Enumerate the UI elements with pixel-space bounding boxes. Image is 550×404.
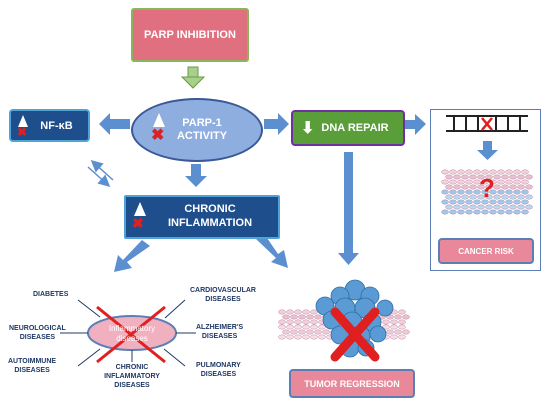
arrow-inhibition-to-parp1 [180, 66, 206, 89]
dna-strand-icon [446, 115, 528, 132]
disease-pulmonary: PULMONARY DISEASES [196, 362, 241, 378]
disease-connector-lines [60, 299, 196, 367]
disease-neurological: NEUROLOGICAL DISEASES [9, 325, 66, 341]
inflammatory-diseases-label: Inflammatory diseases [108, 324, 156, 343]
cancer-risk-label-box: CANCER RISK [438, 238, 534, 264]
nfkb-up-arrow-icon [18, 115, 28, 127]
dna-repair-label: DNA REPAIR [321, 122, 389, 134]
arrow-parp1-to-dna-repair [264, 113, 289, 135]
disease-alzheimers: ALZHEIMER'S DISEASES [196, 324, 244, 340]
arrow-parp1-to-nfkb [99, 113, 130, 135]
inflammatory-red-x-icon [96, 305, 166, 364]
disease-diabetes: DIABETES [33, 291, 69, 298]
parp1-red-x-icon: ✖ [151, 127, 165, 144]
arrow-dna-to-cells [477, 141, 498, 160]
chronic-inflammation-box: ✖ CHRONIC INFLAMMATION [124, 195, 280, 239]
tumor-regression-label-box: TUMOR REGRESSION [289, 369, 415, 398]
chronic-up-arrow-icon [134, 202, 146, 216]
parp-inhibition-box: PARP INHIBITION [131, 8, 249, 62]
nfkb-box: ✖ NF-κB [9, 109, 90, 142]
cancer-risk-panel [430, 109, 541, 271]
tumor-red-x-icon [330, 307, 380, 362]
dna-repair-box: ⬇ DNA REPAIR [291, 110, 405, 146]
disease-cardiovascular: CARDIOVASCULAR DISEASES [190, 287, 256, 303]
arrow-chronic-to-tumor [256, 235, 288, 268]
arrow-dna-repair-to-dna-strand [403, 114, 426, 135]
arrow-dna-repair-to-tumor [338, 152, 359, 265]
chronic-red-x-icon: ✖ [132, 215, 144, 231]
chronic-inflammation-label: CHRONIC INFLAMMATION [167, 203, 253, 229]
tissue-cells-icon [441, 169, 533, 215]
nfkb-red-x-icon: ✖ [17, 125, 28, 139]
nfkb-label: NF-κB [40, 119, 73, 132]
tumor-regression-label: TUMOR REGRESSION [304, 378, 400, 389]
disease-chronic-inflammatory: CHRONIC INFLAMMATORY DISEASES [104, 364, 160, 389]
arrow-chronic-to-diseases [114, 240, 150, 272]
parp-inhibition-label: PARP INHIBITION [144, 29, 236, 41]
disease-autoimmune: AUTOIMMUNE DISEASES [8, 358, 57, 374]
cancer-risk-label: CANCER RISK [458, 246, 514, 256]
parp1-activity-ellipse: ✖ PARP-1 ACTIVITY [131, 98, 263, 162]
dna-repair-down-arrow-icon: ⬇ [301, 120, 315, 137]
parp1-up-arrow-icon [153, 113, 165, 127]
question-mark: ? [479, 173, 495, 203]
parp1-activity-label: PARP-1 ACTIVITY [176, 116, 228, 142]
arrow-parp1-to-chronic [185, 164, 207, 187]
arrows-nfkb-chronic-feedback [87, 159, 114, 188]
